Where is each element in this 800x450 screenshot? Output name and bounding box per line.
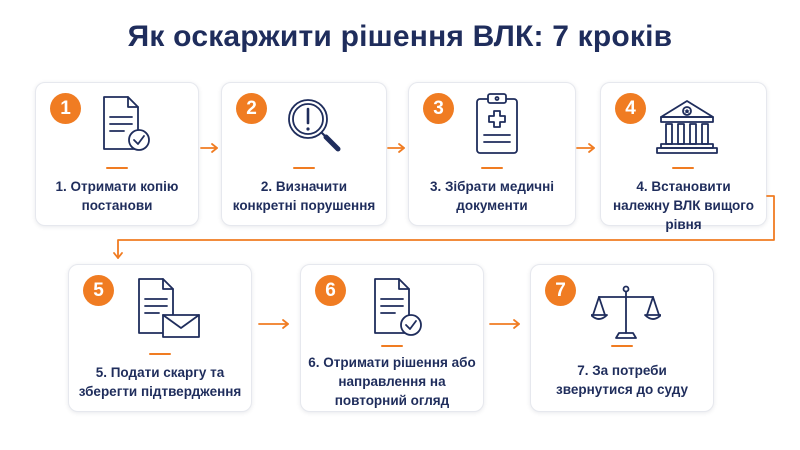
step-number-badge: 5 xyxy=(83,275,114,306)
document-envelope-icon xyxy=(133,275,203,341)
step-number-badge: 1 xyxy=(50,93,81,124)
document-check-icon xyxy=(96,93,156,155)
step-number-badge: 4 xyxy=(615,93,646,124)
step-divider xyxy=(611,345,633,347)
step-divider xyxy=(106,167,128,169)
arrow-right-icon xyxy=(200,143,218,153)
step-label: 2. Визначити конкретні порушення xyxy=(232,179,376,213)
arrow-right-icon xyxy=(576,143,595,153)
arrow-right-icon xyxy=(258,319,289,329)
step-card-2: 2 2. Визначити конкретні порушення xyxy=(221,82,387,226)
magnifier-exclamation-icon xyxy=(282,93,346,155)
step-divider xyxy=(293,167,315,169)
scales-icon xyxy=(591,283,661,343)
step-label: 5. Подати скаргу та зберегти підтверджен… xyxy=(78,365,242,399)
step-card-4: 4 4. Встановити належну ВЛК вищого рівня xyxy=(600,82,767,232)
government-building-icon xyxy=(655,95,719,157)
step-label: 3. Зібрати медичні документи xyxy=(429,179,555,213)
step-number-badge: 2 xyxy=(236,93,267,124)
step-number-badge: 6 xyxy=(315,275,346,306)
page-title: Як оскаржити рішення ВЛК: 7 кроків xyxy=(127,20,673,53)
arrow-right-icon xyxy=(387,143,405,153)
step-card-6: 6 6. Отримати рішення або направлення на… xyxy=(300,264,484,412)
arrow-right-icon xyxy=(489,319,520,329)
step-divider xyxy=(149,353,171,355)
step-divider xyxy=(381,345,403,347)
clipboard-medical-icon xyxy=(469,91,525,157)
step-label: 6. Отримати рішення або направлення на п… xyxy=(308,355,476,408)
step-divider xyxy=(672,167,694,169)
step-card-3: 3 3. Зібрати медичні документи xyxy=(408,82,576,226)
document-check-icon xyxy=(367,275,427,341)
step-card-1: 1 1. Отримати копію постанови xyxy=(35,82,199,226)
step-divider xyxy=(481,167,503,169)
step-card-5: 5 5. Подати скаргу та зберегти підтвердж… xyxy=(68,264,252,412)
step-label: 4. Встановити належну ВЛК вищого рівня xyxy=(613,179,754,232)
step-card-7: 7 7. За потреби звернутися до суду xyxy=(530,264,714,412)
step-label: 7. За потреби звернутися до суду xyxy=(556,363,688,397)
step-number-badge: 7 xyxy=(545,275,576,306)
step-number-badge: 3 xyxy=(423,93,454,124)
step-label: 1. Отримати копію постанови xyxy=(55,179,179,213)
